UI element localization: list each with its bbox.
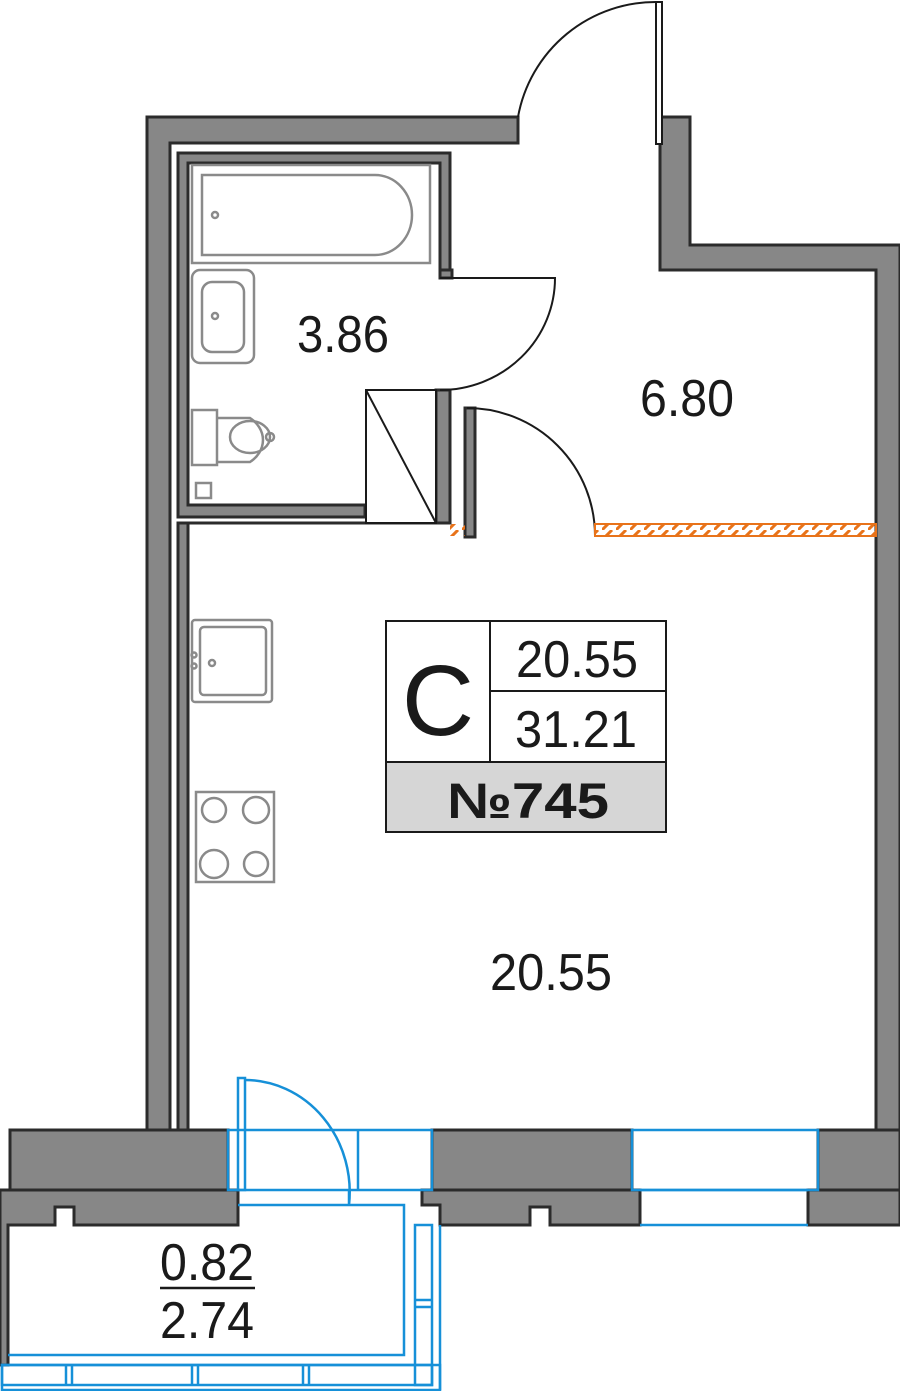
walls [0, 115, 900, 1367]
windows [226, 1128, 820, 1227]
threshold-small [450, 524, 465, 536]
stove-icon [194, 790, 276, 884]
balcony [0, 1203, 442, 1391]
balcony-total-label: 2.74 [160, 1292, 254, 1350]
toilet-icon [190, 408, 276, 500]
threshold [594, 523, 877, 537]
room-door[interactable] [466, 407, 596, 537]
entrance-door[interactable] [517, 0, 663, 145]
legend-total-area: 31.21 [515, 701, 637, 759]
bathroom-door[interactable] [439, 277, 557, 391]
balcony-door[interactable] [236, 1076, 351, 1206]
shaft [365, 389, 437, 524]
bathroom-area-label: 3.86 [297, 306, 389, 364]
balcony-area-label: 0.82 [160, 1234, 254, 1292]
apartment-type: C [402, 645, 474, 757]
legend-living-area: 20.55 [516, 631, 638, 689]
kitchen-sink-icon [190, 618, 274, 704]
apartment-legend: C 20.55 31.21 №745 [385, 620, 667, 833]
bathtub-icon [190, 163, 432, 265]
apartment-number: №745 [447, 773, 609, 829]
hallway-area-label: 6.80 [640, 370, 734, 428]
living-area-label: 20.55 [490, 944, 612, 1002]
washbasin-icon [190, 268, 256, 365]
